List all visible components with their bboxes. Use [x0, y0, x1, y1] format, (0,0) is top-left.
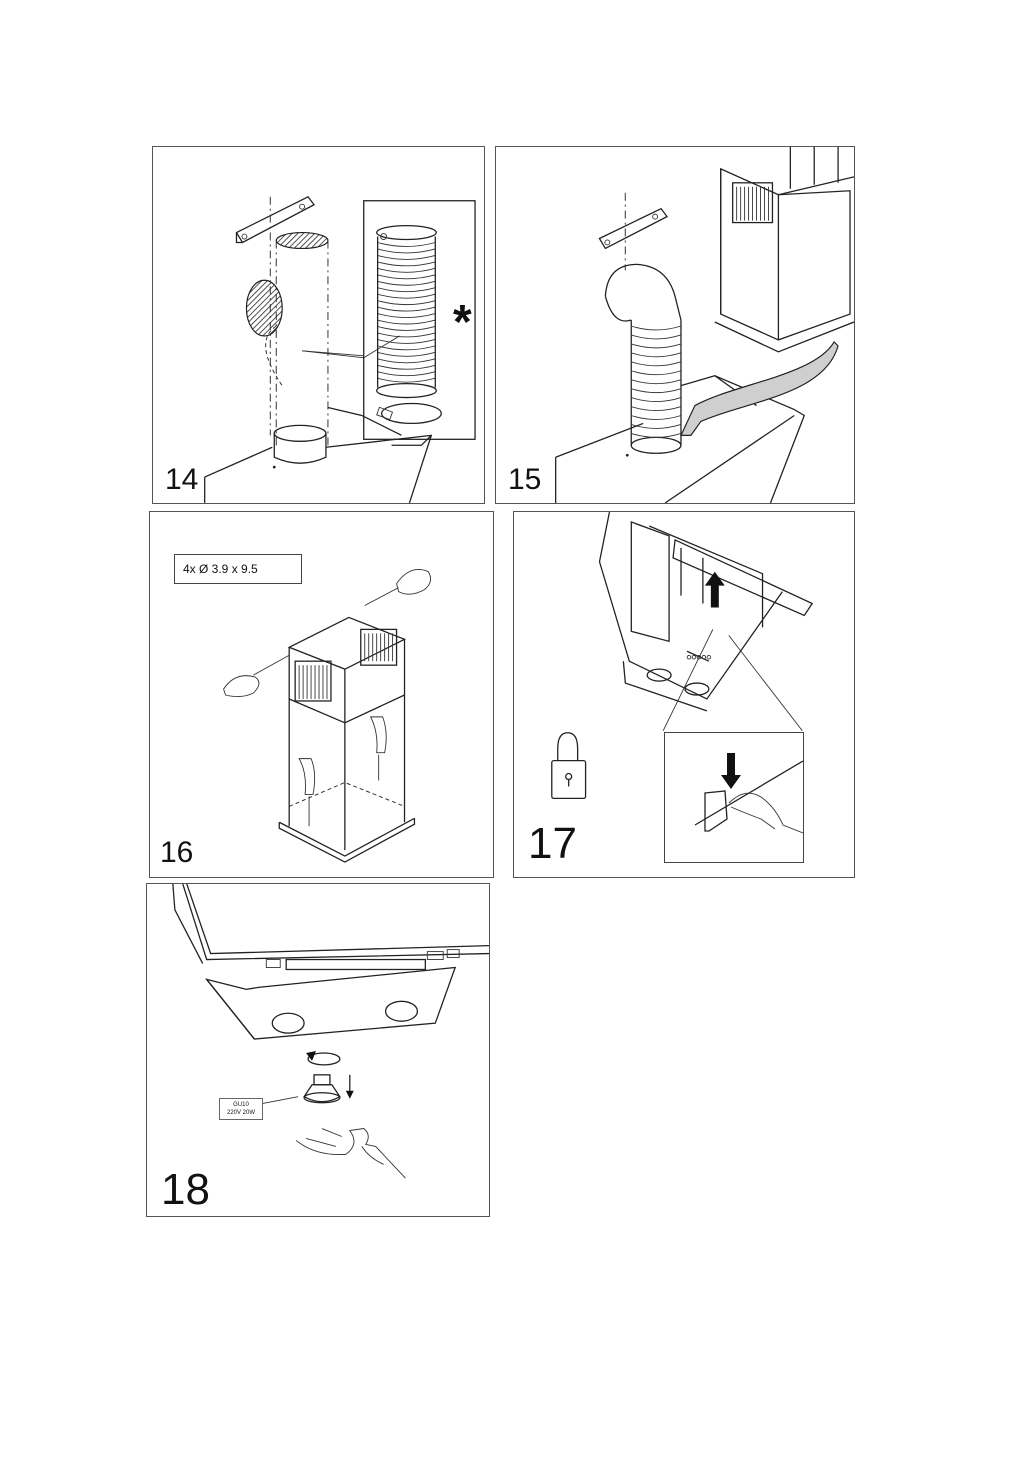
step-15-panel: 15 [495, 146, 855, 504]
step-number-16: 16 [160, 838, 193, 868]
optional-part-asterisk: * [453, 299, 472, 347]
bulb-type-text: GU10 [223, 1101, 259, 1109]
step-number-14: 14 [165, 465, 198, 495]
screw-spec-label: 4x Ø 3.9 x 9.5 [174, 554, 302, 584]
lock-detail-inset [664, 732, 804, 863]
step-number-15: 15 [508, 465, 541, 495]
bulb-spec-label: GU10 220V 20W [219, 1098, 263, 1120]
padlock-icon [552, 733, 586, 799]
screw-spec-text: 4x Ø 3.9 x 9.5 [183, 562, 258, 576]
step-17-panel: 17 [513, 511, 855, 878]
hose-and-chimney-illustration [496, 147, 854, 503]
step-18-panel: GU10 220V 20W 18 [146, 883, 490, 1217]
duct-pipe-illustration [153, 147, 484, 503]
step-14-panel: * 14 [152, 146, 485, 504]
step-number-18: 18 [161, 1168, 210, 1212]
rotate-arrow-icon [306, 1051, 340, 1065]
step-number-17: 17 [528, 822, 577, 866]
bulb-spec-text: 220V 20W [223, 1109, 259, 1117]
step-16-panel: 4x Ø 3.9 x 9.5 16 [149, 511, 494, 878]
